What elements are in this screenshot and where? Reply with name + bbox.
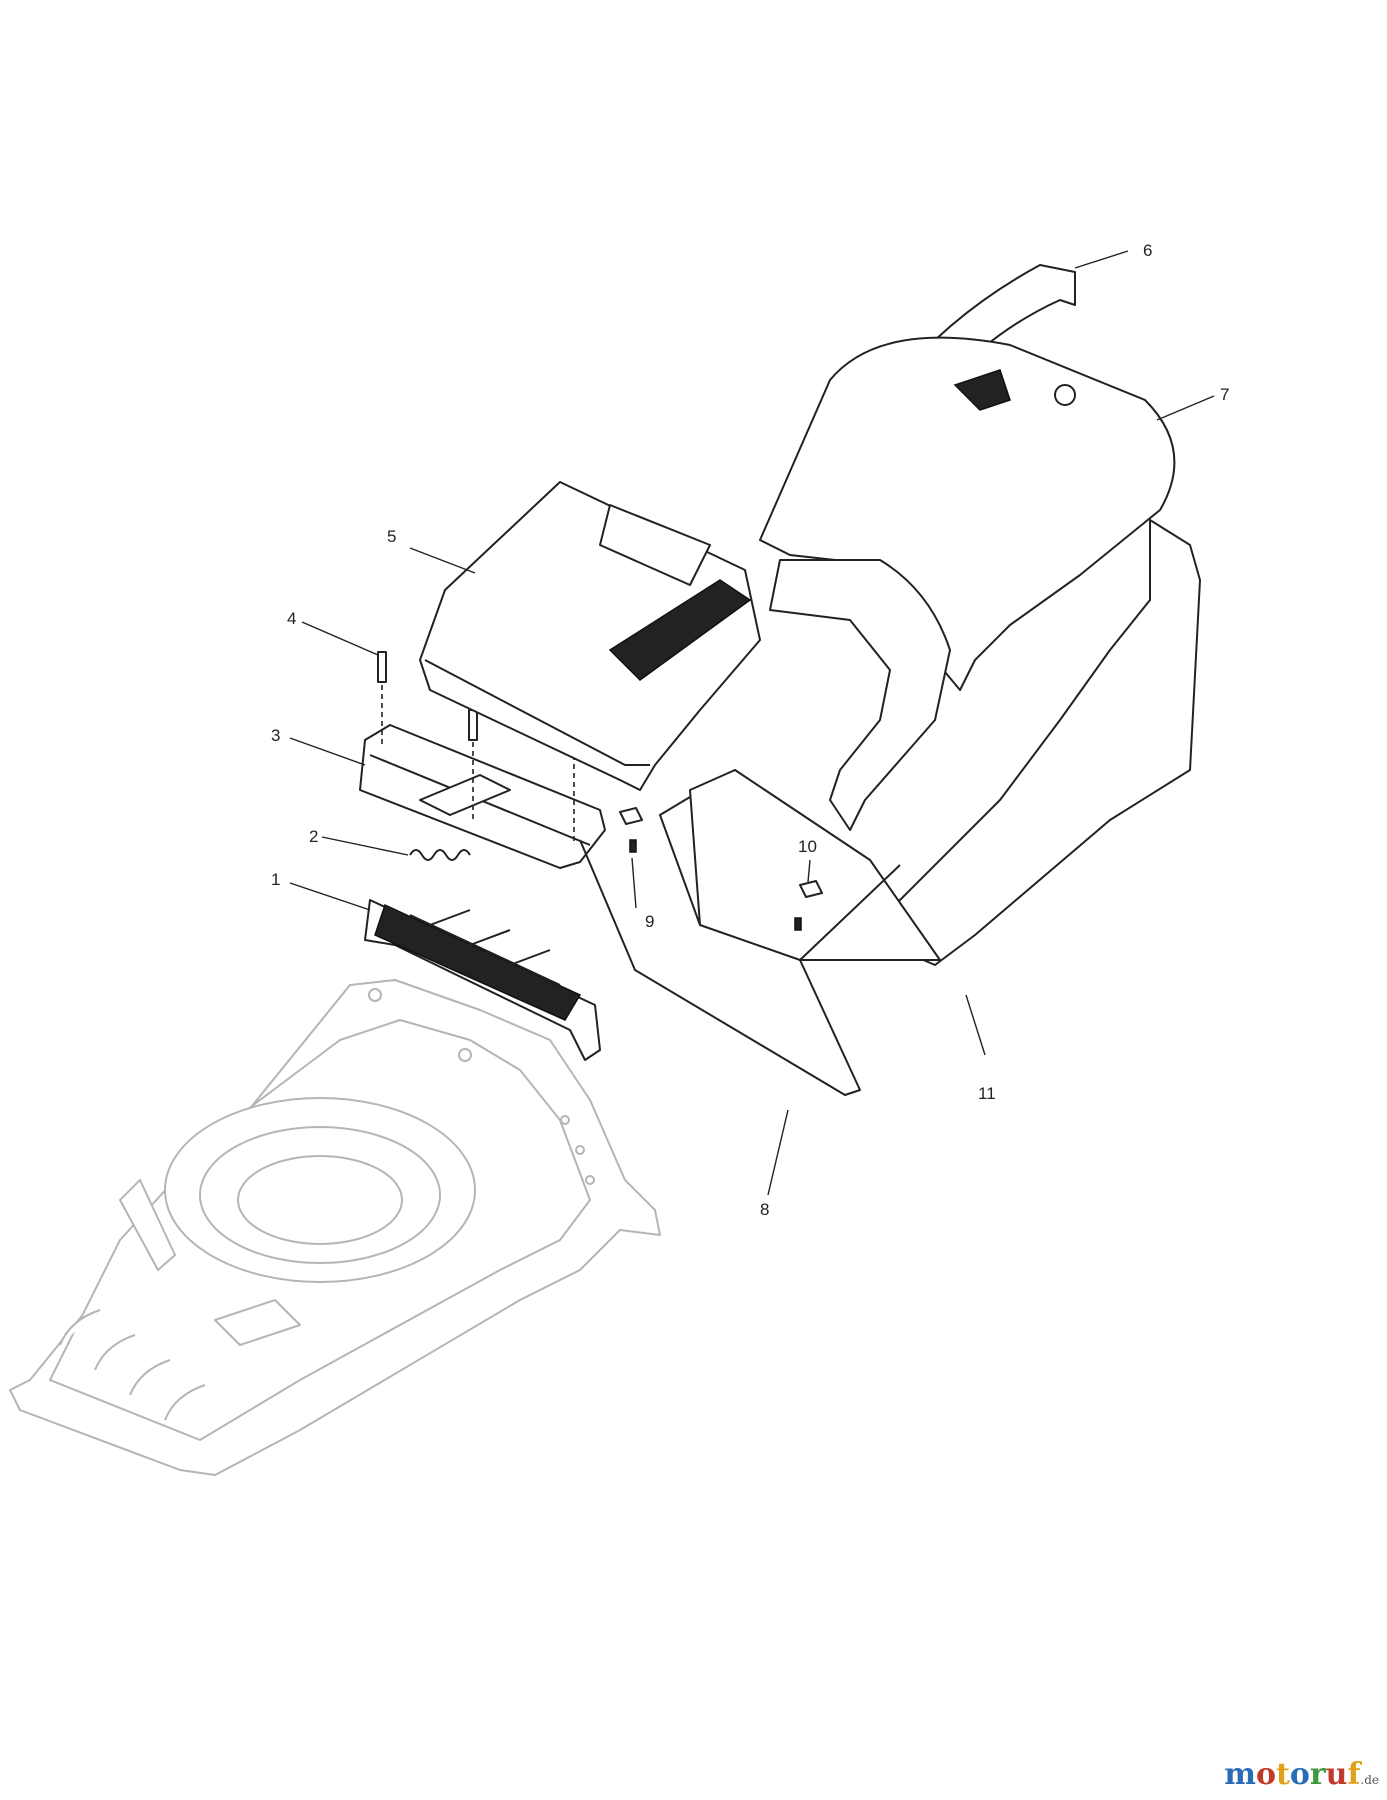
watermark-letters: motoruf xyxy=(1224,1757,1360,1792)
callout-9: 9 xyxy=(645,912,654,931)
watermark-letter: t xyxy=(1275,1757,1290,1792)
watermark-letter: o xyxy=(1255,1757,1276,1792)
callout-2: 2 xyxy=(309,827,318,846)
part-5-rear-flap xyxy=(419,481,761,791)
mower-deck-outline xyxy=(9,979,661,1476)
part-1-rear-flap-bracket xyxy=(364,899,601,1061)
watermark-letter: o xyxy=(1289,1757,1310,1792)
watermark-letter: r xyxy=(1309,1757,1326,1792)
callout-6: 6 xyxy=(1143,241,1152,260)
callout-11: 11 xyxy=(978,1084,996,1103)
callout-10: 10 xyxy=(798,837,817,856)
callout-labels: 1 2 3 4 5 6 7 8 9 10 11 xyxy=(271,241,1229,1219)
watermark-letter: u xyxy=(1325,1757,1348,1792)
part-11-grass-bag xyxy=(659,519,1201,966)
part-10-clip xyxy=(794,880,823,931)
watermark-letter: m xyxy=(1224,1757,1256,1792)
watermark-suffix: .de xyxy=(1360,1773,1379,1787)
watermark-letter: f xyxy=(1347,1757,1361,1792)
part-9-clip xyxy=(619,807,643,853)
callout-1: 1 xyxy=(271,870,280,889)
callout-7: 7 xyxy=(1220,385,1229,404)
part-7-grass-bag-top xyxy=(759,336,1176,831)
callout-5: 5 xyxy=(387,527,396,546)
callout-4: 4 xyxy=(287,609,296,628)
callout-3: 3 xyxy=(271,726,280,745)
part-8-bag-frame xyxy=(579,839,901,1096)
leader-lines xyxy=(289,250,1215,1196)
part-2-spring xyxy=(409,849,471,861)
part-3-hinge-cover xyxy=(359,724,606,869)
callout-8: 8 xyxy=(760,1200,769,1219)
motoruf-watermark-logo: motoruf.de xyxy=(1224,1757,1379,1792)
